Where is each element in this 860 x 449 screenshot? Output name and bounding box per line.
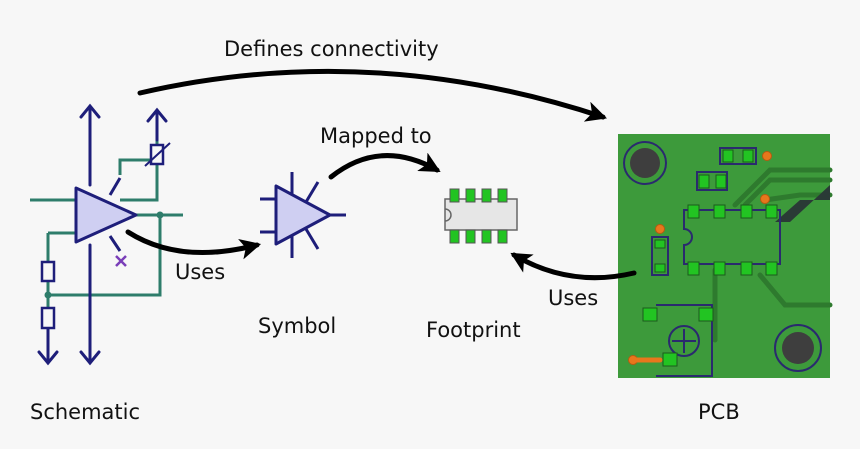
mounting-hole-drill: [630, 148, 660, 178]
relationship-arrows: [125, 68, 637, 281]
potentiometer-wiper: [144, 142, 171, 167]
pcb-silkscreen: [651, 147, 781, 377]
pcb-pads: [642, 149, 778, 367]
arrow-defines-connectivity: [137, 68, 607, 122]
symbol-drawing: [260, 172, 346, 258]
junction-dot: [44, 291, 52, 299]
resistor-r2: [40, 306, 56, 330]
footprint-pads: [449, 188, 508, 244]
opamp-pins: [108, 177, 122, 252]
junction-dot: [156, 211, 164, 219]
arrow-uses-symbol: [125, 229, 262, 260]
arrow-mapped-to: [328, 152, 441, 180]
power-arrows: [37, 103, 168, 366]
schematic-drawing: [30, 103, 183, 366]
copper-pour: [775, 185, 830, 222]
symbol-pins: [260, 172, 346, 258]
mounting-hole-drill: [782, 332, 814, 364]
pcb-drawing: [618, 134, 833, 378]
label-footprint: Footprint: [426, 318, 521, 342]
label-pcb: PCB: [698, 400, 740, 424]
footprint-drawing: [444, 188, 518, 244]
label-uses-footprint: Uses: [548, 286, 598, 310]
footprint-body: [444, 198, 518, 231]
schematic-wires: [30, 140, 183, 308]
footprint-notch: [444, 208, 452, 222]
arrow-uses-footprint: [510, 252, 637, 281]
symbol-triangle: [274, 184, 332, 246]
opamp-triangle: [74, 186, 138, 244]
label-uses-symbol: Uses: [175, 260, 225, 284]
label-mapped-to: Mapped to: [320, 124, 432, 148]
no-connect-marker: [115, 255, 127, 267]
label-schematic: Schematic: [30, 400, 140, 424]
label-defines-connectivity: Defines connectivity: [224, 37, 439, 61]
resistor-r1: [40, 260, 56, 283]
label-symbol: Symbol: [258, 314, 336, 338]
